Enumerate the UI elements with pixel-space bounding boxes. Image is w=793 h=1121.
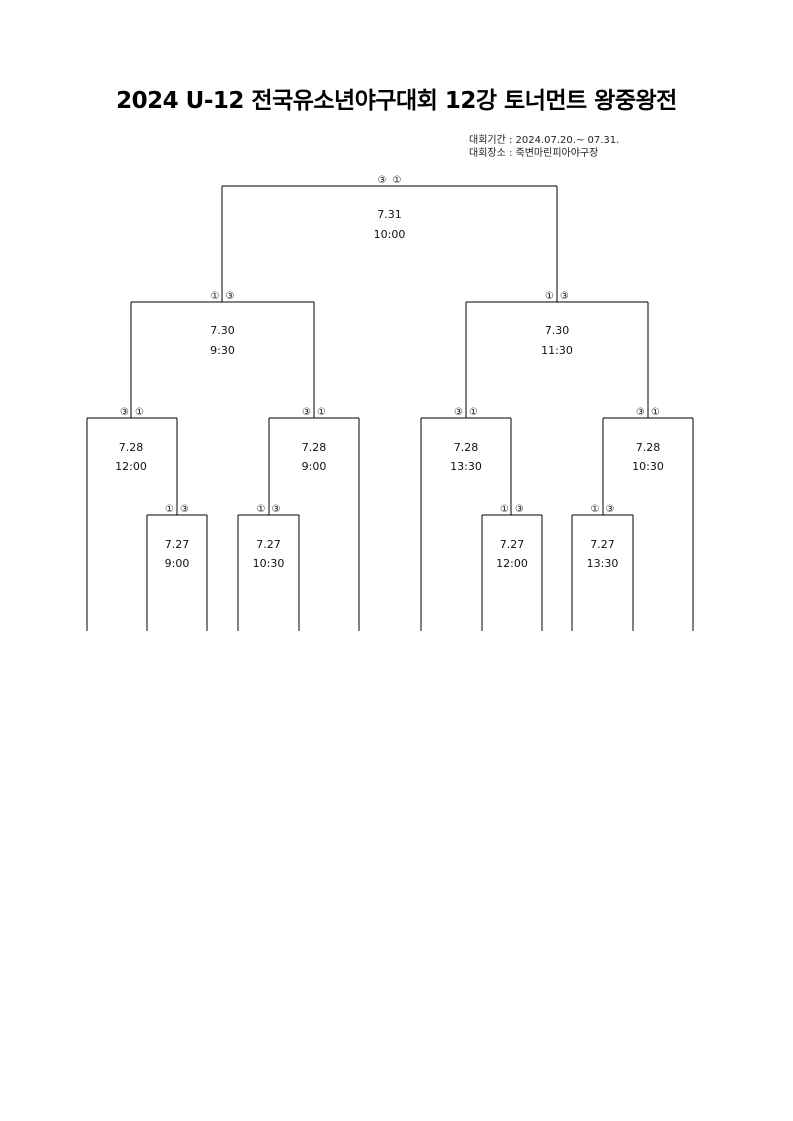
score-right-qf-3: ① [469, 407, 478, 418]
match-date-semi-left: 7.30 [210, 324, 235, 337]
bracket-lines [86, 185, 694, 631]
score-left-r1-2: ① [257, 504, 266, 515]
match-date-qf-4: 7.28 [636, 441, 661, 454]
score-left-r1-1: ① [165, 504, 174, 515]
tournament-venue: 대회장소 : 죽변마린피아야구장 [469, 148, 599, 159]
match-date-final: 7.31 [377, 208, 402, 221]
match-time-r1-1: 9:00 [165, 557, 190, 570]
score-right-r1-1: ③ [180, 504, 189, 515]
score-right-semi-left: ③ [226, 291, 235, 302]
tournament-info: 대회기간 : 2024.07.20.~ 07.31. 대회장소 : 죽변마린피아… [469, 134, 619, 160]
match-date-r1-2: 7.27 [256, 538, 281, 551]
score-left-qf-2: ③ [302, 407, 311, 418]
score-right-r1-4: ③ [606, 504, 615, 515]
match-date-qf-3: 7.28 [454, 441, 479, 454]
match-date-r1-4: 7.27 [590, 538, 615, 551]
score-right-qf-4: ① [651, 407, 660, 418]
match-time-r1-4: 13:30 [587, 557, 619, 570]
score-right-qf-1: ① [135, 407, 144, 418]
match-date-r1-3: 7.27 [500, 538, 525, 551]
match-date-semi-right: 7.30 [545, 324, 570, 337]
match-date-r1-1: 7.27 [165, 538, 190, 551]
match-time-r1-2: 10:30 [253, 557, 285, 570]
match-date-qf-1: 7.28 [119, 441, 144, 454]
score-left-qf-4: ③ [636, 407, 645, 418]
match-time-qf-3: 13:30 [450, 460, 482, 473]
match-date-qf-2: 7.28 [302, 441, 327, 454]
match-time-r1-3: 12:00 [496, 557, 528, 570]
match-time-final: 10:00 [374, 228, 406, 241]
score-left-r1-4: ① [591, 504, 600, 515]
score-left-final: ③ [378, 175, 387, 186]
score-right-semi-right: ③ [560, 291, 569, 302]
match-time-qf-4: 10:30 [632, 460, 664, 473]
score-left-qf-3: ③ [454, 407, 463, 418]
score-left-r1-3: ① [500, 504, 509, 515]
score-left-semi-right: ① [545, 291, 554, 302]
tournament-period: 대회기간 : 2024.07.20.~ 07.31. [469, 135, 620, 146]
match-time-qf-1: 12:00 [115, 460, 147, 473]
page-title: 2024 U-12 전국유소년야구대회 12강 토너먼트 왕중왕전 [116, 88, 677, 114]
score-right-qf-2: ① [317, 407, 326, 418]
match-time-qf-2: 9:00 [302, 460, 327, 473]
score-right-r1-2: ③ [272, 504, 281, 515]
score-left-qf-1: ③ [120, 407, 129, 418]
score-right-r1-3: ③ [515, 504, 524, 515]
score-right-final: ① [393, 175, 402, 186]
score-left-semi-left: ① [211, 291, 220, 302]
match-time-semi-left: 9:30 [210, 344, 235, 357]
match-time-semi-right: 11:30 [541, 344, 573, 357]
